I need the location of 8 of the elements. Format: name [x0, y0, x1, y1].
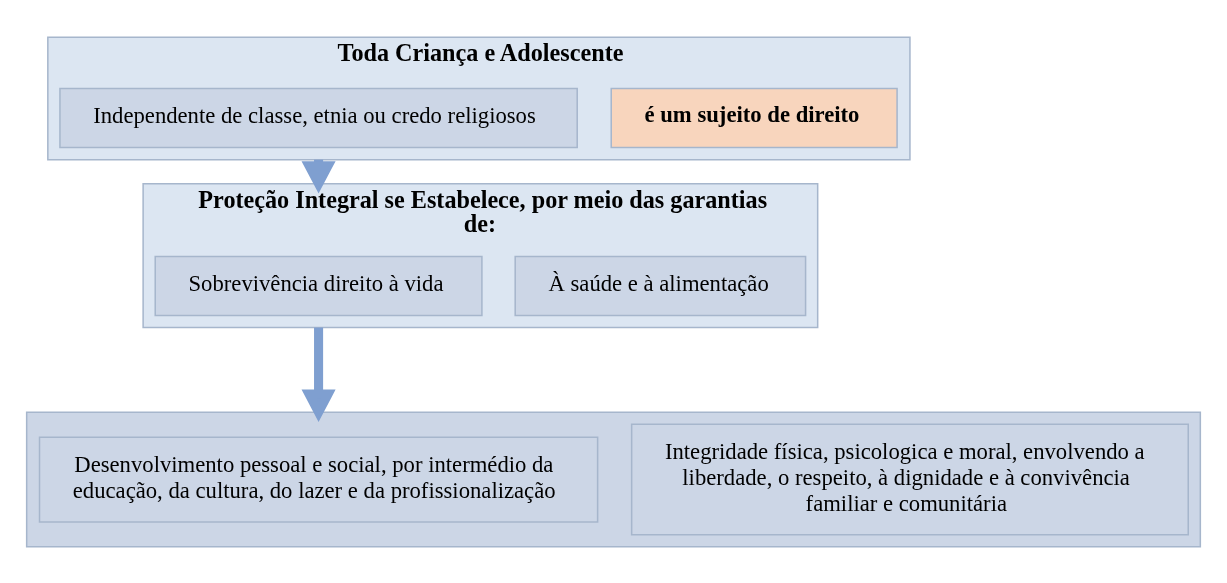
node-box: Integridade física, psicologica e moral, envolvendo a liberdade, o respeito, à dignidade e à convivência familiar e comunitária: [630, 423, 1189, 535]
node-box: Desenvolvimento pessoal e social, por intermédio da educação, da cultura, do lazer e da profissionalização: [38, 435, 599, 523]
cluster: [25, 411, 1202, 548]
node-box: Independente de classe, etnia ou credo religiosos: [59, 87, 578, 148]
node-box: é um sujeito de direito: [610, 87, 898, 148]
arrow: [301, 327, 336, 422]
node-box: À saúde e à alimentação: [514, 255, 807, 316]
node-box: Sobrevivência direito à vida: [154, 255, 483, 316]
